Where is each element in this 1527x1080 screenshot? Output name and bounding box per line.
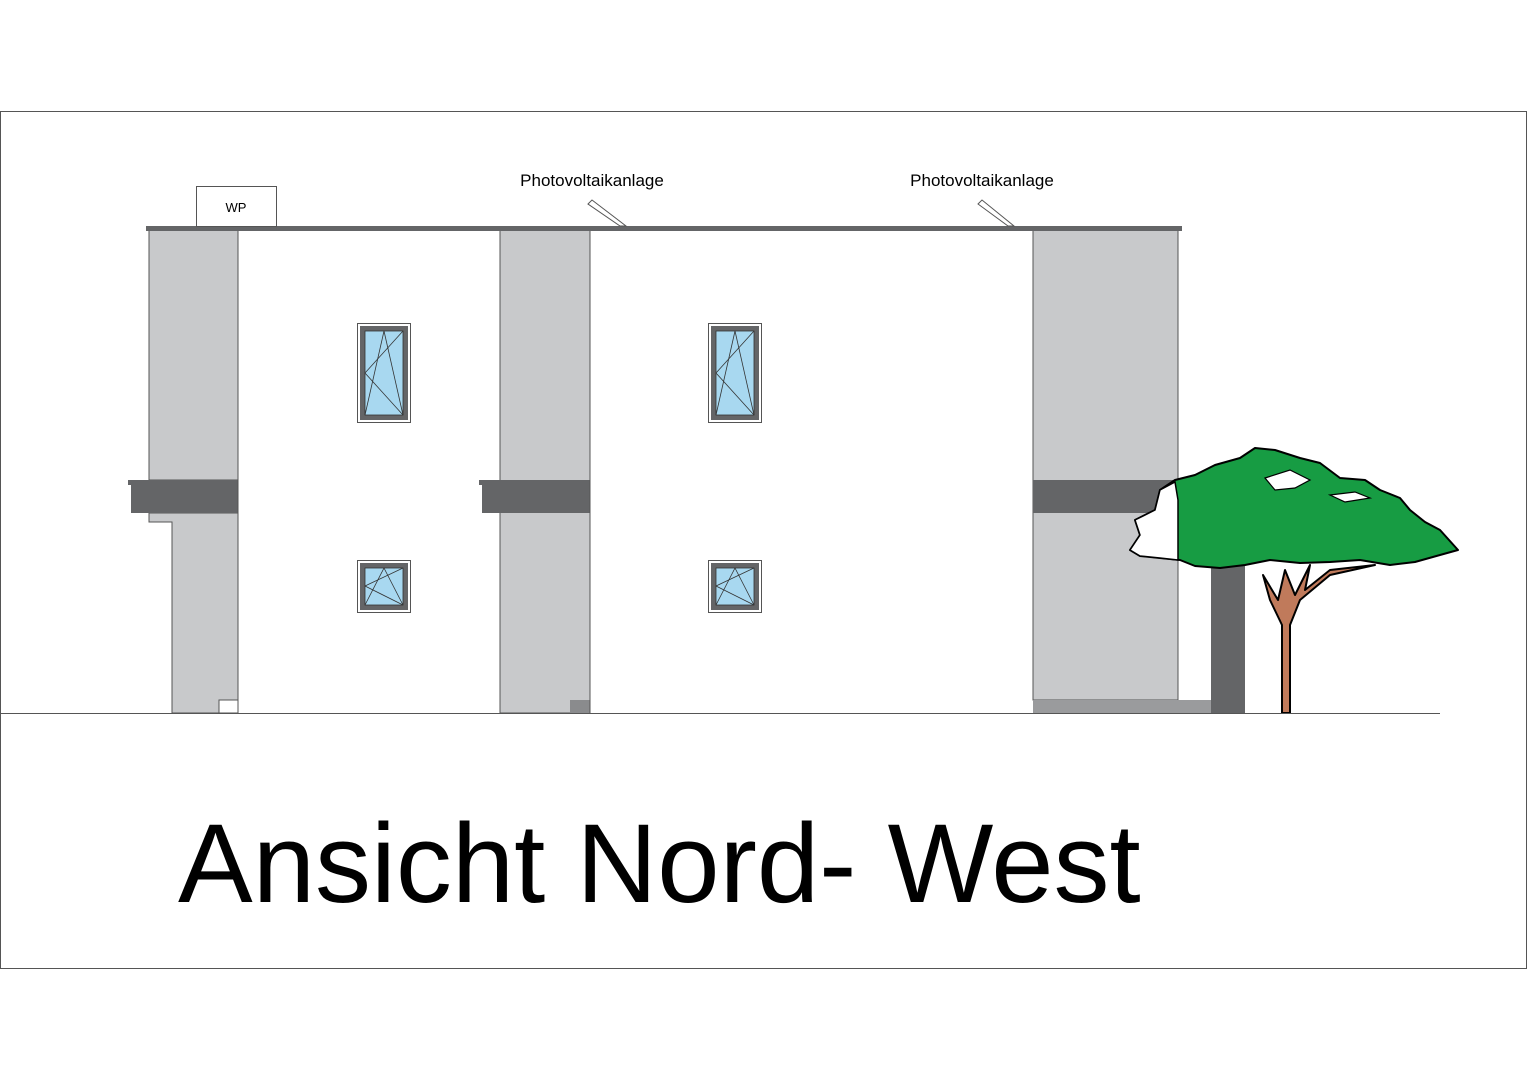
heat-pump-label: WP xyxy=(226,200,247,215)
pv-panel-right xyxy=(977,199,1016,227)
window-lower-left xyxy=(357,560,411,613)
middle-pillar xyxy=(479,229,591,714)
window-upper-left xyxy=(357,323,411,423)
roof-edge xyxy=(146,226,1182,231)
pv-label-left: Photovoltaikanlage xyxy=(520,171,664,190)
heat-pump-unit: WP xyxy=(196,186,277,227)
drawing-title: Ansicht Nord- West xyxy=(178,801,1141,926)
pv-label-right: Photovoltaikanlage xyxy=(910,171,1054,190)
window-lower-right xyxy=(708,560,762,613)
window-upper-right xyxy=(708,323,762,423)
pv-panel-left xyxy=(587,199,628,227)
tree-illustration xyxy=(1128,447,1459,714)
left-pillar xyxy=(128,229,239,714)
